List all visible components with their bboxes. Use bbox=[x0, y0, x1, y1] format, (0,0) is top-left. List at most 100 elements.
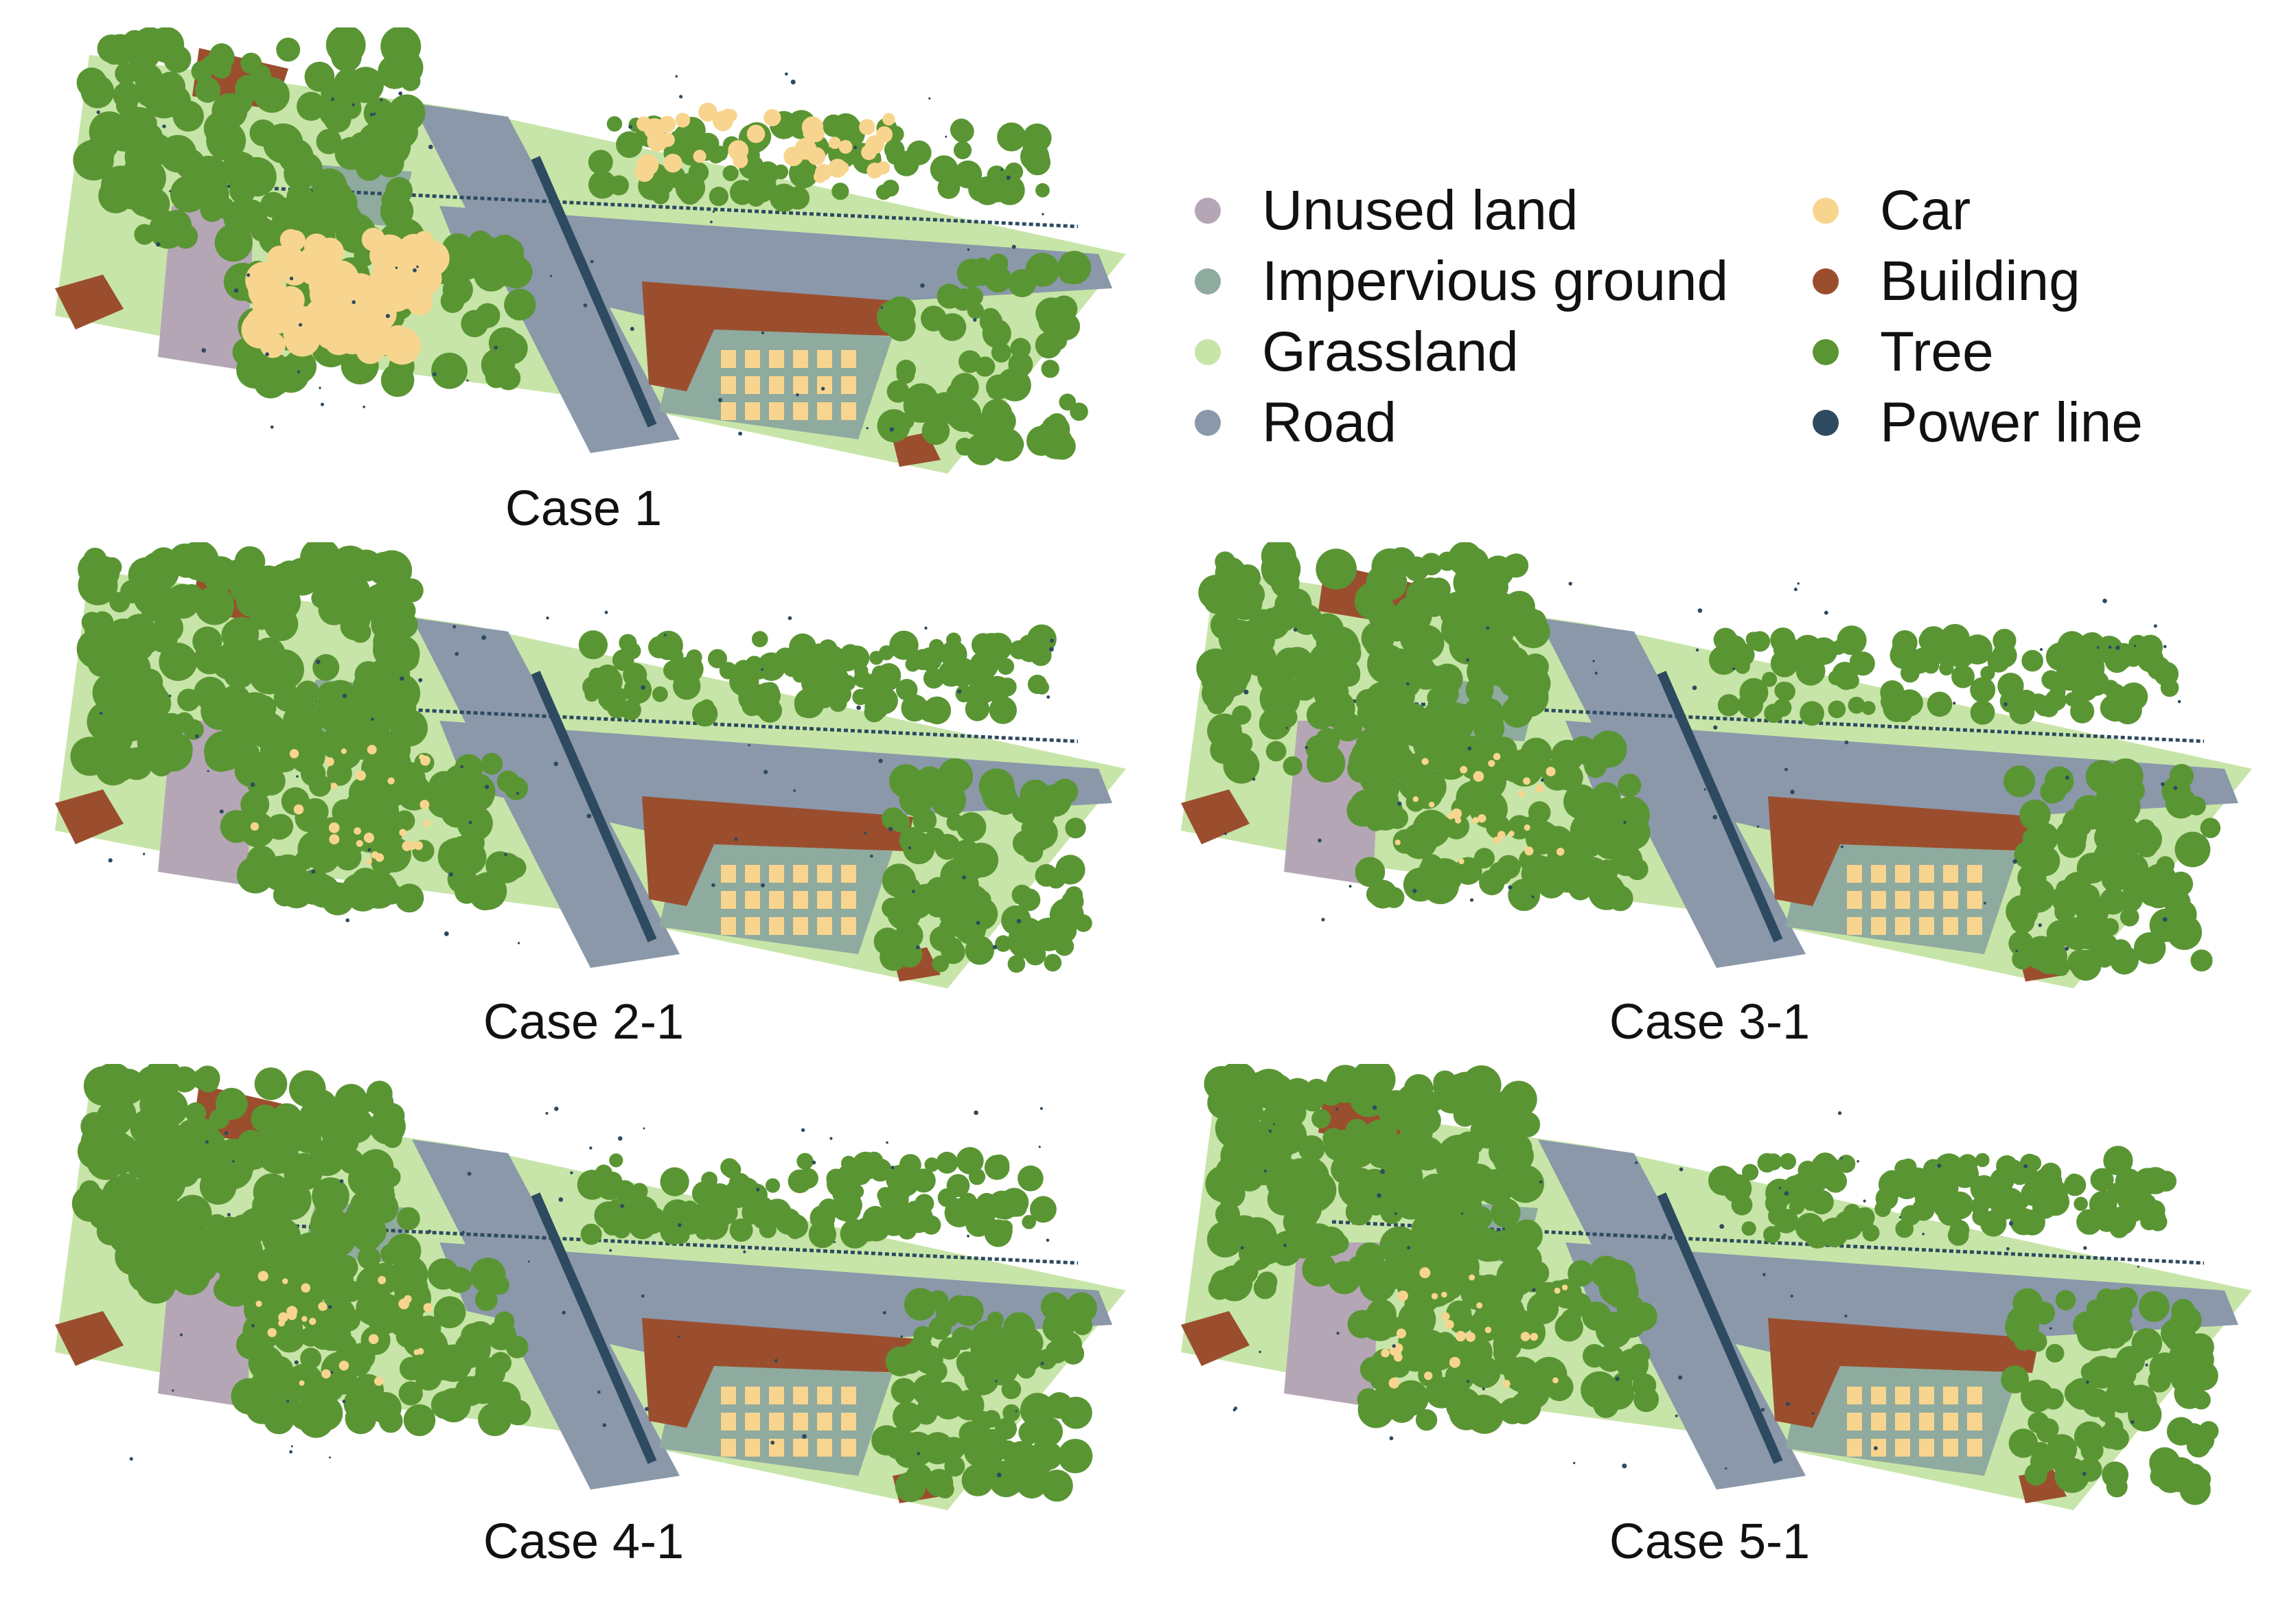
power-line-point bbox=[812, 1160, 816, 1165]
tree bbox=[592, 677, 615, 700]
tree bbox=[487, 1323, 515, 1350]
power-line-point bbox=[1578, 1230, 1582, 1234]
power-line-point bbox=[663, 634, 667, 636]
power-line-point bbox=[679, 95, 683, 99]
point-cloud-scene bbox=[55, 27, 1126, 474]
car bbox=[1488, 760, 1495, 767]
tree bbox=[984, 1155, 1010, 1180]
point-cloud-scene bbox=[55, 542, 1126, 988]
power-line-point bbox=[2131, 1420, 2135, 1424]
car bbox=[301, 1316, 308, 1322]
tree bbox=[895, 1471, 926, 1503]
tree bbox=[1022, 1215, 1036, 1229]
tree bbox=[877, 409, 910, 443]
power-line-point bbox=[321, 402, 324, 406]
car bbox=[793, 917, 808, 935]
car bbox=[1473, 771, 1484, 782]
power-line-point bbox=[801, 1128, 805, 1132]
tree bbox=[1971, 1196, 1990, 1216]
power-line-point bbox=[1837, 1111, 1842, 1115]
tree bbox=[490, 1275, 509, 1295]
tree bbox=[441, 233, 474, 265]
tree bbox=[1305, 734, 1331, 761]
car bbox=[1476, 1302, 1483, 1309]
car bbox=[1871, 1387, 1886, 1404]
tree bbox=[951, 1326, 975, 1350]
legend-item-car: Car bbox=[1813, 175, 2143, 246]
power-line-point bbox=[1790, 1295, 1793, 1298]
tree bbox=[1522, 653, 1549, 681]
car bbox=[320, 279, 343, 301]
car bbox=[1895, 1413, 1910, 1431]
tree bbox=[1258, 607, 1290, 640]
tree bbox=[240, 790, 270, 819]
tree bbox=[433, 1296, 466, 1328]
car bbox=[419, 754, 425, 761]
car bbox=[1967, 917, 1982, 935]
car bbox=[1419, 1267, 1431, 1279]
power-line-point bbox=[328, 1456, 331, 1459]
tree bbox=[268, 854, 307, 892]
car bbox=[1847, 1413, 1862, 1431]
car bbox=[721, 1387, 736, 1404]
power-line-point bbox=[829, 1137, 833, 1140]
power-line-point bbox=[602, 1423, 607, 1427]
car bbox=[363, 833, 374, 843]
tree bbox=[327, 761, 352, 786]
car bbox=[413, 1349, 420, 1356]
tree bbox=[2117, 818, 2139, 841]
tree bbox=[2090, 1168, 2114, 1192]
legend-dot-tree bbox=[1813, 338, 1839, 365]
car bbox=[1847, 891, 1862, 909]
car bbox=[387, 777, 395, 785]
tree bbox=[201, 172, 223, 195]
tree bbox=[141, 133, 173, 165]
tree bbox=[998, 369, 1031, 402]
car bbox=[1847, 865, 1862, 883]
legend-label: Building bbox=[1880, 249, 2080, 312]
power-line bbox=[1657, 671, 1783, 942]
tree bbox=[759, 1220, 777, 1238]
tree bbox=[168, 93, 191, 116]
car bbox=[693, 150, 707, 163]
power-line-point bbox=[129, 1457, 133, 1461]
panel-caption: Case 4-1 bbox=[483, 1514, 685, 1569]
tree bbox=[2109, 1218, 2129, 1238]
power-line-point bbox=[589, 1146, 593, 1150]
tree bbox=[1055, 936, 1075, 956]
tree bbox=[2135, 819, 2156, 840]
power-line-point bbox=[1224, 832, 1227, 835]
car bbox=[404, 1295, 412, 1304]
tree bbox=[1421, 854, 1443, 876]
tree bbox=[312, 653, 340, 681]
tree bbox=[1059, 262, 1080, 284]
power-line-point bbox=[1285, 726, 1288, 730]
tree bbox=[1933, 1153, 1964, 1183]
tree bbox=[1499, 1398, 1526, 1424]
tree bbox=[1763, 1226, 1781, 1244]
power-line bbox=[531, 1192, 657, 1464]
tree bbox=[1491, 1198, 1521, 1228]
car bbox=[745, 865, 760, 883]
power-line-point bbox=[2083, 1246, 2087, 1250]
car bbox=[1871, 865, 1886, 883]
tree bbox=[1410, 1196, 1431, 1216]
tree bbox=[134, 224, 155, 245]
power-line-point bbox=[967, 1234, 969, 1238]
power-line-point bbox=[1397, 801, 1402, 807]
power-line-point bbox=[2145, 1363, 2148, 1367]
tree bbox=[936, 1151, 958, 1174]
power-line-point bbox=[1268, 1129, 1272, 1133]
tree bbox=[2036, 1421, 2058, 1443]
tree bbox=[89, 111, 130, 152]
tree bbox=[1795, 1217, 1817, 1238]
tree bbox=[782, 658, 802, 678]
power-line-point bbox=[205, 1140, 209, 1144]
power-line-point bbox=[1259, 1350, 1261, 1354]
tree bbox=[1819, 1217, 1849, 1247]
tree bbox=[311, 588, 332, 608]
tree bbox=[343, 1115, 369, 1142]
power-line-point bbox=[882, 1311, 886, 1315]
power-line-point bbox=[1469, 898, 1474, 902]
car bbox=[828, 137, 841, 150]
